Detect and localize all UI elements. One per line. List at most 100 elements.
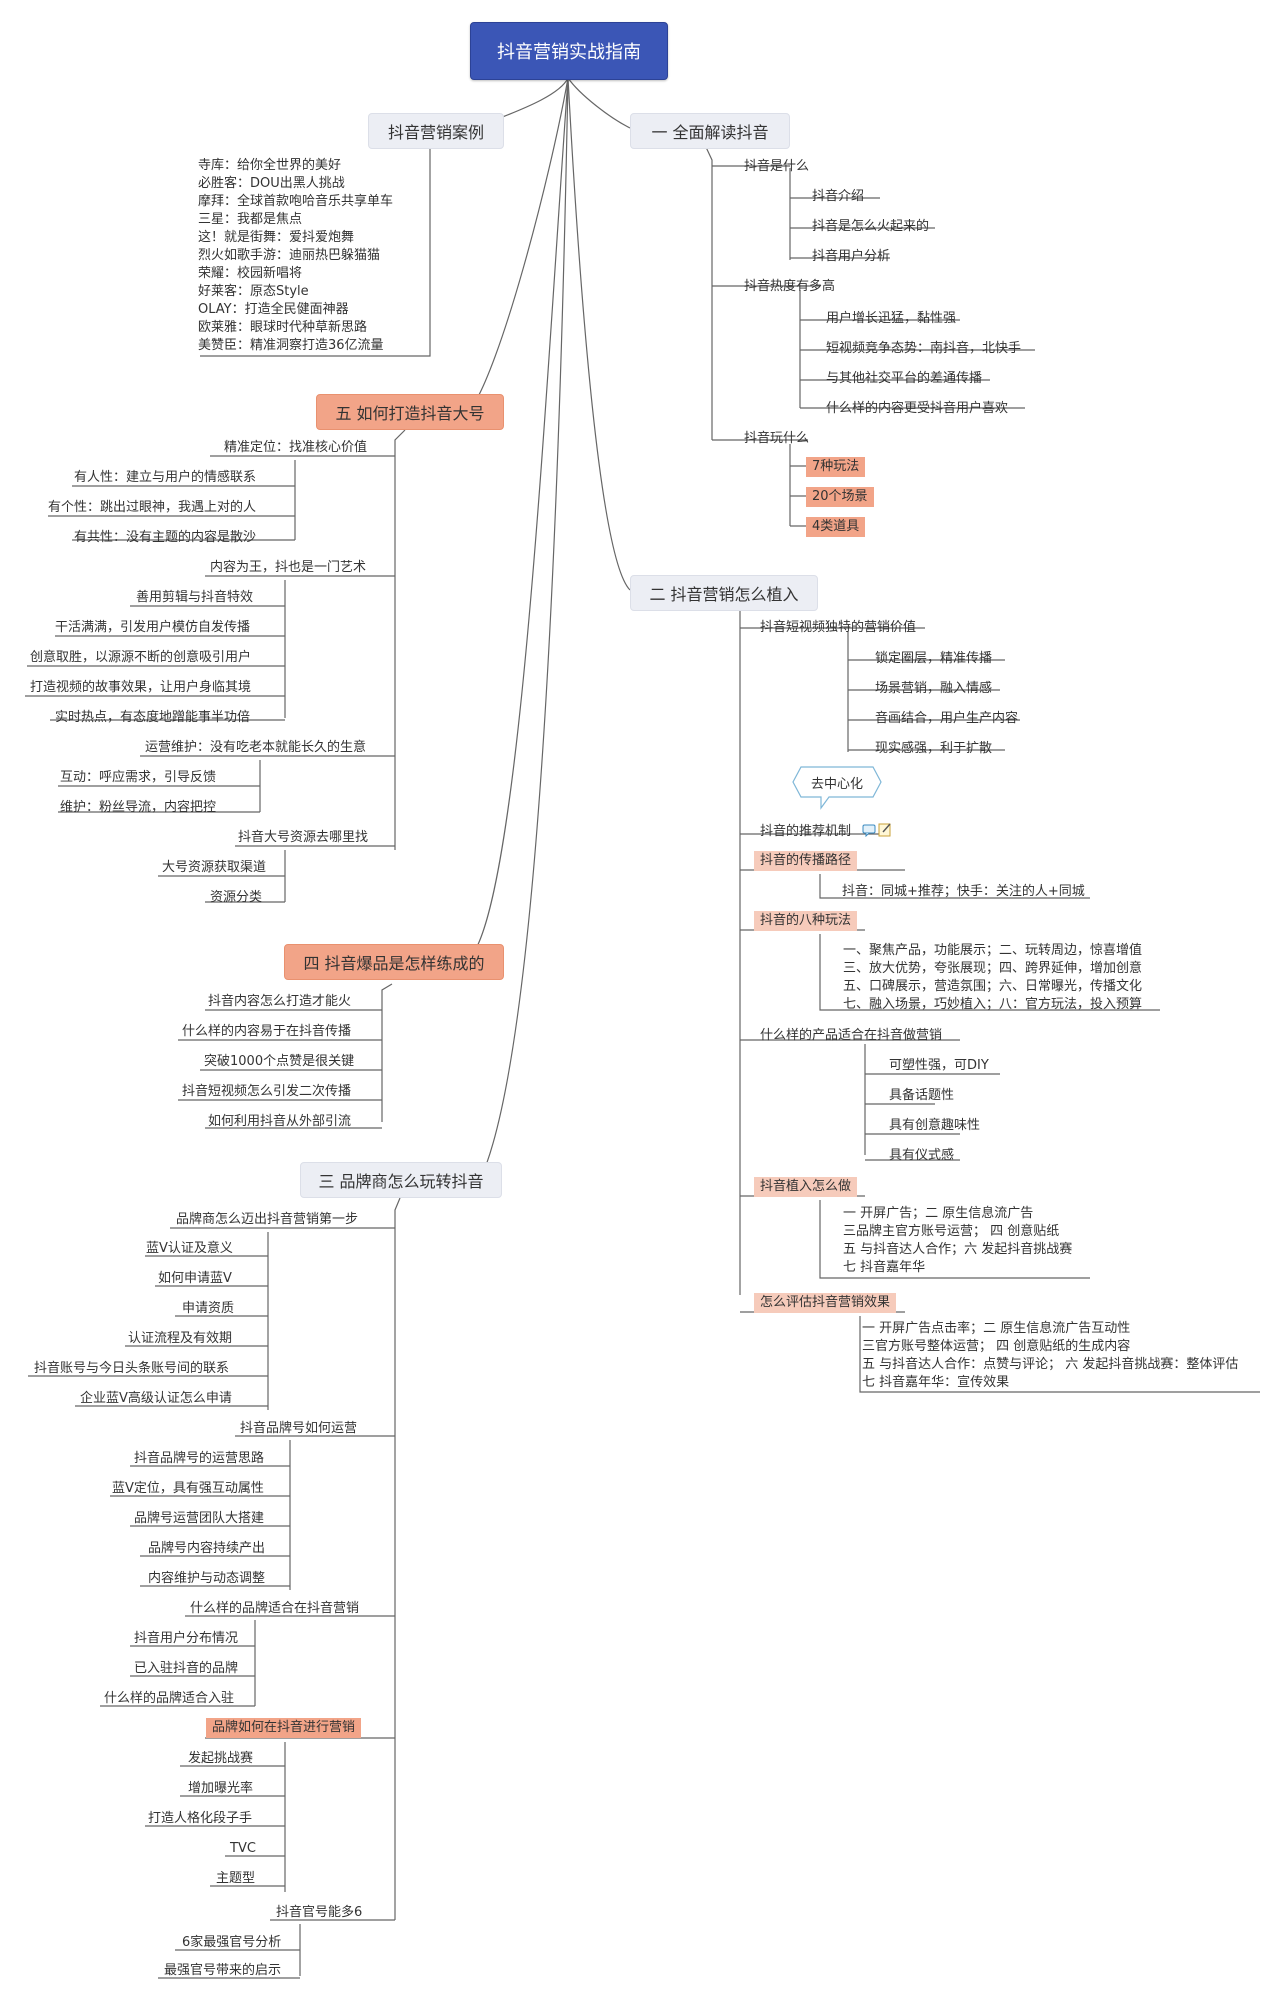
- s2-implant[interactable]: 抖音植入怎么做: [754, 1177, 858, 1197]
- topic-s2[interactable]: 二 抖音营销怎么植入: [630, 575, 818, 611]
- topic-s1[interactable]: 一 全面解读抖音: [630, 113, 790, 149]
- s3-how-item[interactable]: 打造人格化段子手: [148, 1811, 253, 1826]
- s3-run-item[interactable]: 品牌号内容持续产出: [148, 1541, 266, 1556]
- s5-ops[interactable]: 运营维护：没有吃老本就能长久的生意: [145, 740, 367, 755]
- s3-how[interactable]: 品牌如何在抖音进行营销: [206, 1718, 362, 1738]
- topic-s5-label: 五 如何打造抖音大号: [335, 404, 485, 423]
- s3-first-item[interactable]: 企业蓝V高级认证怎么申请: [80, 1391, 232, 1406]
- s1-what-item[interactable]: 抖音用户分析: [812, 249, 891, 264]
- s2-recommend[interactable]: 抖音的推荐机制: [760, 824, 852, 839]
- s2-eight-lines[interactable]: 一、聚焦产品，功能展示；二、玩转周边，惊喜增值 三、放大优势，夸张展现；四、跨界…: [843, 942, 1142, 1014]
- s5-resource[interactable]: 抖音大号资源去哪里找: [238, 830, 369, 845]
- s2-suit[interactable]: 什么样的产品适合在抖音做营销: [760, 1028, 943, 1043]
- s3-first-item[interactable]: 申请资质: [182, 1301, 235, 1316]
- s3-how-item[interactable]: 发起挑战赛: [188, 1751, 254, 1766]
- s3-suit[interactable]: 什么样的品牌适合在抖音营销: [190, 1601, 360, 1616]
- s3-how-item[interactable]: 增加曝光率: [188, 1781, 254, 1796]
- s3-first-item[interactable]: 抖音账号与今日头条账号间的联系: [34, 1361, 230, 1376]
- s1-what[interactable]: 抖音是什么: [744, 159, 810, 174]
- s2-suit-item[interactable]: 具备话题性: [889, 1088, 955, 1103]
- implant-line: 五 与抖音达人合作；六 发起抖音挑战赛: [843, 1242, 1073, 1257]
- root-node[interactable]: 抖音营销实战指南: [470, 22, 668, 80]
- s3-official-item[interactable]: 最强官号带来的启示: [164, 1963, 282, 1978]
- s5-content-item[interactable]: 干活满满，引发用户模仿自发传播: [55, 620, 251, 635]
- s5-position-item[interactable]: 有个性：跳出过眼神，我遇上对的人: [48, 500, 257, 515]
- s3-how-item[interactable]: 主题型: [216, 1871, 256, 1886]
- s2-eval-lines[interactable]: 一 开屏广告点击率；二 原生信息流广告互动性 三官方账号整体运营； 四 创意贴纸…: [862, 1320, 1238, 1392]
- s3-suit-item[interactable]: 什么样的品牌适合入驻: [104, 1691, 235, 1706]
- s2-value[interactable]: 抖音短视频独特的营销价值: [760, 620, 917, 635]
- s1-heat-item[interactable]: 与其他社交平台的差通传播: [826, 371, 983, 386]
- s3-first-item[interactable]: 认证流程及有效期: [128, 1331, 233, 1346]
- s3-official-item[interactable]: 6家最强官号分析: [182, 1935, 282, 1950]
- topic-s4[interactable]: 四 抖音爆品是怎样练成的: [284, 944, 504, 980]
- s3-run-item[interactable]: 品牌号运营团队大搭建: [134, 1511, 265, 1526]
- s1-heat-item[interactable]: 用户增长迅猛，黏性强: [826, 311, 957, 326]
- note-icon[interactable]: [878, 822, 892, 837]
- s2-eight[interactable]: 抖音的八种玩法: [754, 911, 858, 931]
- s3-run-item[interactable]: 内容维护与动态调整: [148, 1571, 266, 1586]
- s3-suit-item[interactable]: 已入驻抖音的品牌: [134, 1661, 239, 1676]
- s2-suit-item[interactable]: 具有仪式感: [889, 1148, 955, 1163]
- s5-content-item[interactable]: 打造视频的故事效果，让用户身临其境: [30, 680, 252, 695]
- s3-run-item[interactable]: 蓝V定位，具有强互动属性: [112, 1481, 264, 1496]
- implant-line: 三品牌主官方账号运营； 四 创意贴纸: [843, 1224, 1060, 1239]
- s3-run-item[interactable]: 抖音品牌号的运营思路: [134, 1451, 265, 1466]
- s2-implant-lines[interactable]: 一 开屏广告；二 原生信息流广告 三品牌主官方账号运营； 四 创意贴纸 五 与抖…: [843, 1205, 1072, 1277]
- s3-run[interactable]: 抖音品牌号如何运营: [240, 1421, 358, 1436]
- s2-value-item[interactable]: 锁定圈层，精准传播: [875, 651, 993, 666]
- s2-eval[interactable]: 怎么评估抖音营销效果: [754, 1293, 897, 1313]
- s2-value-item[interactable]: 音画结合，用户生产内容: [875, 711, 1019, 726]
- s2-suit-item[interactable]: 可塑性强，可DIY: [889, 1058, 989, 1073]
- s4-item[interactable]: 突破1000个点赞是很关键: [204, 1054, 355, 1069]
- s2-value-item[interactable]: 现实感强，利于扩散: [875, 741, 993, 756]
- topic-s5[interactable]: 五 如何打造抖音大号: [316, 394, 504, 430]
- s3-how-item[interactable]: TVC: [230, 1841, 256, 1856]
- s4-item[interactable]: 什么样的内容易于在抖音传播: [182, 1024, 352, 1039]
- s4-item[interactable]: 抖音短视频怎么引发二次传播: [182, 1084, 352, 1099]
- s1-play[interactable]: 抖音玩什么: [744, 431, 810, 446]
- case-item: 烈火如歌手游：迪丽热巴躲猫猫: [198, 248, 381, 263]
- s3-official[interactable]: 抖音官号能多6: [276, 1905, 363, 1920]
- s1-what-item[interactable]: 抖音是怎么火起来的: [812, 219, 930, 234]
- s1-heat[interactable]: 抖音热度有多高: [744, 279, 836, 294]
- case-item: 好莱客：原态Style: [198, 284, 309, 299]
- s1-play-item[interactable]: 20个场景: [806, 487, 874, 507]
- s3-suit-item[interactable]: 抖音用户分布情况: [134, 1631, 239, 1646]
- s2-value-item[interactable]: 场景营销，融入情感: [875, 681, 993, 696]
- s2-path[interactable]: 抖音的传播路径: [754, 851, 858, 871]
- s5-content-item[interactable]: 善用剪辑与抖音特效: [136, 590, 254, 605]
- s5-content[interactable]: 内容为王，抖也是一门艺术: [210, 560, 367, 575]
- s2-path-text[interactable]: 抖音：同城+推荐；快手：关注的人+同城: [842, 884, 1085, 899]
- s3-first[interactable]: 品牌商怎么迈出抖音营销第一步: [176, 1212, 359, 1227]
- s4-item[interactable]: 如何利用抖音从外部引流: [208, 1114, 352, 1129]
- s5-content-item[interactable]: 创意取胜，以源源不断的创意吸引用户: [30, 650, 252, 665]
- topic-s1-label: 一 全面解读抖音: [651, 123, 769, 142]
- case-item: 欧莱雅：眼球时代种草新思路: [198, 320, 368, 335]
- s5-ops-item[interactable]: 维护：粉丝导流，内容把控: [60, 800, 217, 815]
- s1-heat-item[interactable]: 什么样的内容更受抖音用户喜欢: [826, 401, 1009, 416]
- root-title: 抖音营销实战指南: [497, 42, 641, 63]
- comment-icon[interactable]: [862, 823, 876, 837]
- topic-s3[interactable]: 三 品牌商怎么玩转抖音: [300, 1162, 502, 1198]
- s1-play-item[interactable]: 4类道具: [806, 517, 866, 537]
- s1-what-item[interactable]: 抖音介绍: [812, 189, 865, 204]
- s1-heat-item[interactable]: 短视频竞争态势：南抖音，北快手: [826, 341, 1022, 356]
- s5-ops-item[interactable]: 互动：呼应需求，引导反馈: [60, 770, 217, 785]
- s5-resource-item[interactable]: 大号资源获取渠道: [162, 860, 267, 875]
- s4-item[interactable]: 抖音内容怎么打造才能火: [208, 994, 352, 1009]
- s3-first-item[interactable]: 如何申请蓝V: [158, 1271, 232, 1286]
- s2-suit-item[interactable]: 具有创意趣味性: [889, 1118, 981, 1133]
- topic-s3-label: 三 品牌商怎么玩转抖音: [318, 1172, 484, 1191]
- case-item: 寺库：给你全世界的美好: [198, 158, 342, 173]
- s1-play-item[interactable]: 7种玩法: [806, 457, 866, 477]
- s5-position-item[interactable]: 有人性：建立与用户的情感联系: [74, 470, 257, 485]
- s3-first-item[interactable]: 蓝V认证及意义: [146, 1241, 233, 1256]
- case-item: 三星：我都是焦点: [198, 212, 303, 227]
- eight-line: 七、融入场景，巧妙植入；八：官方玩法，投入预算: [843, 997, 1143, 1012]
- topic-cases[interactable]: 抖音营销案例: [368, 113, 504, 149]
- s5-position-item[interactable]: 有共性：没有主题的内容是散沙: [74, 530, 257, 545]
- s5-resource-item[interactable]: 资源分类: [210, 890, 263, 905]
- s5-content-item[interactable]: 实时热点，有态度地蹭能事半功倍: [55, 710, 251, 725]
- s5-position[interactable]: 精准定位：找准核心价值: [224, 440, 368, 455]
